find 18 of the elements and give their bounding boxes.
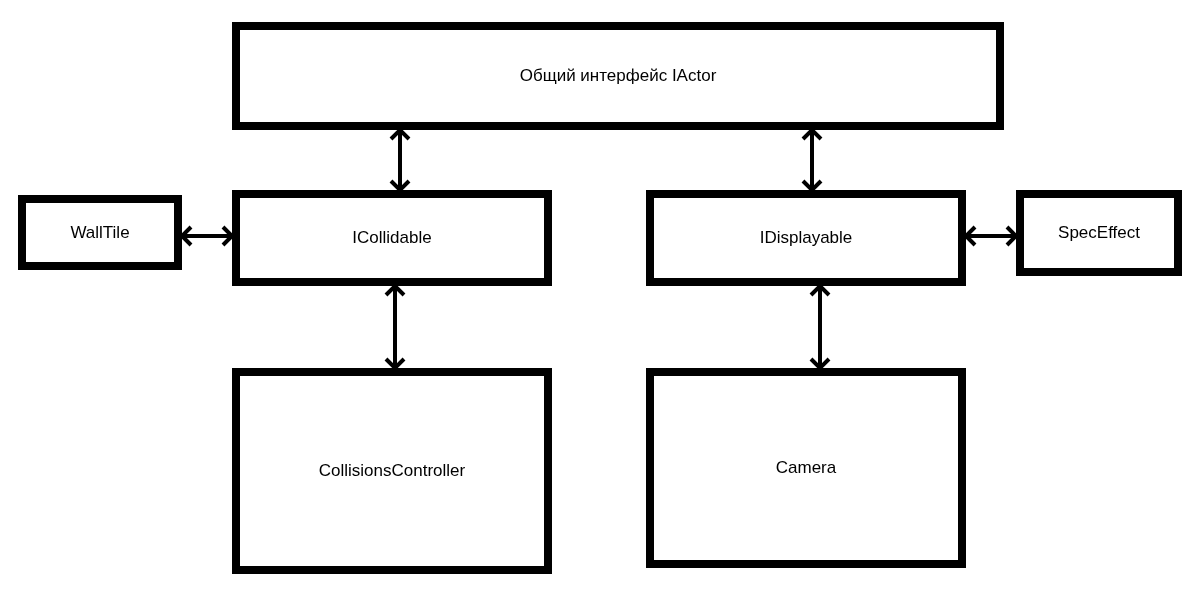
box-label: Camera <box>775 457 837 480</box>
class-box <box>18 195 182 270</box>
double-arrow <box>801 128 823 192</box>
class-box <box>646 190 966 286</box>
class-box <box>232 368 552 574</box>
box-label: ICollidable <box>352 227 432 250</box>
class-box <box>646 368 966 568</box>
box-label: IDisplayable <box>759 227 853 250</box>
class-box <box>232 190 552 286</box>
class-box <box>1016 190 1182 276</box>
box-label: Общий интерфейс IActor <box>519 65 717 88</box>
box-label: SpecEffect <box>1058 222 1140 245</box>
double-arrow <box>389 128 411 192</box>
class-box <box>232 22 1004 130</box>
double-arrow <box>384 284 406 370</box>
box-label: CollisionsController <box>318 460 466 483</box>
box-label: WallTile <box>70 221 130 244</box>
double-arrow <box>809 284 831 370</box>
